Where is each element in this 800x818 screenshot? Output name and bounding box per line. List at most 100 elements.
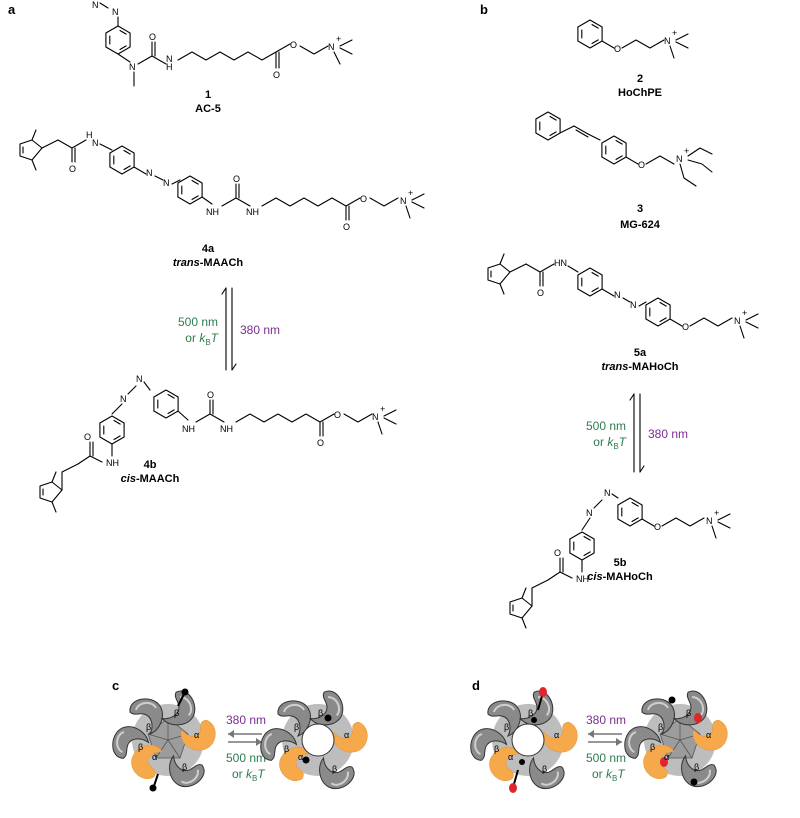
svg-text:O: O bbox=[638, 160, 645, 170]
svg-text:O: O bbox=[69, 164, 76, 174]
channel-d-left-beta-2: β bbox=[528, 708, 533, 718]
panel-label-a: a bbox=[8, 2, 16, 17]
svg-text:NH: NH bbox=[576, 574, 589, 584]
svg-text:N: N bbox=[400, 196, 407, 206]
svg-text:H: H bbox=[86, 130, 93, 140]
compound-number-5b: 5b bbox=[614, 557, 627, 569]
uv-light-label-a: 380 nm bbox=[240, 323, 280, 337]
photoswitch-arrows-d bbox=[588, 730, 622, 746]
svg-text:N: N bbox=[136, 374, 143, 384]
channel-d-right-beta-1: β bbox=[658, 722, 663, 732]
svg-text:NH: NH bbox=[182, 424, 195, 434]
svg-text:O: O bbox=[682, 322, 689, 332]
svg-text:O: O bbox=[149, 32, 156, 42]
channel-c-right-alpha-1: α bbox=[344, 730, 349, 740]
structure-4b: N N NH O NH O O N + NH O bbox=[39, 374, 397, 513]
svg-text:+: + bbox=[336, 34, 341, 44]
channel-c-right-beta-1: β bbox=[294, 722, 299, 732]
structure-3: O N + bbox=[535, 111, 713, 187]
svg-text:N: N bbox=[129, 62, 136, 72]
uv-light-label-c: 380 nm bbox=[226, 713, 266, 727]
svg-text:HN: HN bbox=[554, 258, 567, 268]
panel-label-d: d bbox=[472, 678, 480, 693]
channel-d-open bbox=[467, 686, 578, 796]
compound-number-3: 3 bbox=[637, 203, 643, 215]
channel-c-closed bbox=[109, 686, 216, 794]
channel-d-left-beta-4: β bbox=[494, 744, 499, 754]
svg-text:O: O bbox=[614, 44, 621, 54]
svg-text:NH: NH bbox=[106, 458, 119, 468]
compound-number-2: 2 bbox=[637, 73, 643, 85]
svg-text:N: N bbox=[706, 516, 713, 526]
uv-light-label-d: 380 nm bbox=[586, 713, 626, 727]
svg-text:N: N bbox=[112, 7, 119, 17]
svg-text:N: N bbox=[586, 508, 593, 518]
svg-text:+: + bbox=[672, 28, 677, 38]
svg-text:O: O bbox=[317, 438, 324, 448]
channel-c-left-beta-1: β bbox=[146, 722, 151, 732]
svg-text:NH: NH bbox=[206, 207, 219, 217]
structure-4a: O H N N N NH O NH O O N + bbox=[19, 129, 425, 232]
structure-5b: N N O N + NH O bbox=[509, 488, 731, 629]
channel-d-right-beta-4: β bbox=[650, 742, 655, 752]
channel-d-left-beta-1: β bbox=[504, 722, 509, 732]
svg-text:+: + bbox=[742, 308, 747, 318]
channel-d-right-beta-2: β bbox=[686, 708, 691, 718]
channel-c-left-beta-3: β bbox=[182, 762, 187, 772]
svg-text:N: N bbox=[146, 168, 153, 178]
compound-name-5a: trans-MAHoCh bbox=[601, 361, 678, 373]
svg-text:NH: NH bbox=[246, 207, 259, 217]
svg-text:O: O bbox=[273, 70, 280, 80]
structure-1: N N N O H N O O N + bbox=[92, 0, 353, 87]
svg-text:O: O bbox=[537, 288, 544, 298]
structure-2: O N + bbox=[577, 19, 689, 59]
channel-d-right-alpha-1: α bbox=[706, 730, 711, 740]
channel-d-right-alpha-2: α bbox=[664, 752, 669, 762]
compound-name-5b: cis-MAHoCh bbox=[587, 571, 653, 583]
visible-light-label-d: 500 nm bbox=[586, 751, 626, 765]
thermal-label-b: or kBT bbox=[593, 435, 627, 451]
thermal-label-d: or kBT bbox=[592, 767, 626, 783]
svg-text:N: N bbox=[163, 178, 170, 188]
compound-number-5a: 5a bbox=[634, 347, 647, 359]
channel-d-left-alpha-1: α bbox=[554, 730, 559, 740]
compound-number-4b: 4b bbox=[144, 459, 157, 471]
equilibrium-arrows-a bbox=[221, 287, 237, 371]
uv-light-label-b: 380 nm bbox=[648, 427, 688, 441]
svg-text:+: + bbox=[684, 146, 689, 156]
compound-name-4b: cis-MAACh bbox=[121, 473, 180, 485]
svg-text:O: O bbox=[84, 432, 91, 442]
svg-text:O: O bbox=[360, 194, 367, 204]
svg-text:N: N bbox=[92, 138, 99, 148]
thermal-label-a: or kBT bbox=[185, 331, 219, 347]
svg-text:N: N bbox=[676, 154, 683, 164]
compound-number-4a: 4a bbox=[202, 243, 215, 255]
svg-text:O: O bbox=[233, 174, 240, 184]
svg-text:O: O bbox=[334, 410, 341, 420]
svg-text:N: N bbox=[92, 0, 99, 10]
svg-text:N: N bbox=[372, 412, 379, 422]
svg-text:N: N bbox=[604, 488, 611, 498]
visible-light-label-a: 500 nm bbox=[178, 315, 218, 329]
svg-text:N: N bbox=[120, 394, 127, 404]
svg-text:N: N bbox=[734, 316, 741, 326]
compound-name-4a: trans-MAACh bbox=[173, 257, 244, 269]
channel-c-open bbox=[257, 686, 368, 796]
equilibrium-arrows-b bbox=[629, 393, 645, 473]
visible-light-label-b: 500 nm bbox=[586, 419, 626, 433]
channel-c-left-beta-2: β bbox=[174, 708, 179, 718]
compound-name-2: HoChPE bbox=[618, 87, 662, 99]
svg-text:N: N bbox=[630, 300, 637, 310]
svg-text:O: O bbox=[654, 522, 661, 532]
panel-label-c: c bbox=[112, 678, 119, 693]
thermal-label-c: or kBT bbox=[232, 767, 266, 783]
svg-text:N: N bbox=[166, 54, 173, 64]
visible-light-label-c: 500 nm bbox=[226, 751, 266, 765]
svg-text:N: N bbox=[328, 42, 335, 52]
panel-label-b: b bbox=[480, 2, 488, 17]
svg-text:O: O bbox=[207, 390, 214, 400]
svg-text:+: + bbox=[380, 404, 385, 414]
channel-d-closed bbox=[621, 686, 728, 794]
channel-c-right-beta-4: β bbox=[284, 744, 289, 754]
